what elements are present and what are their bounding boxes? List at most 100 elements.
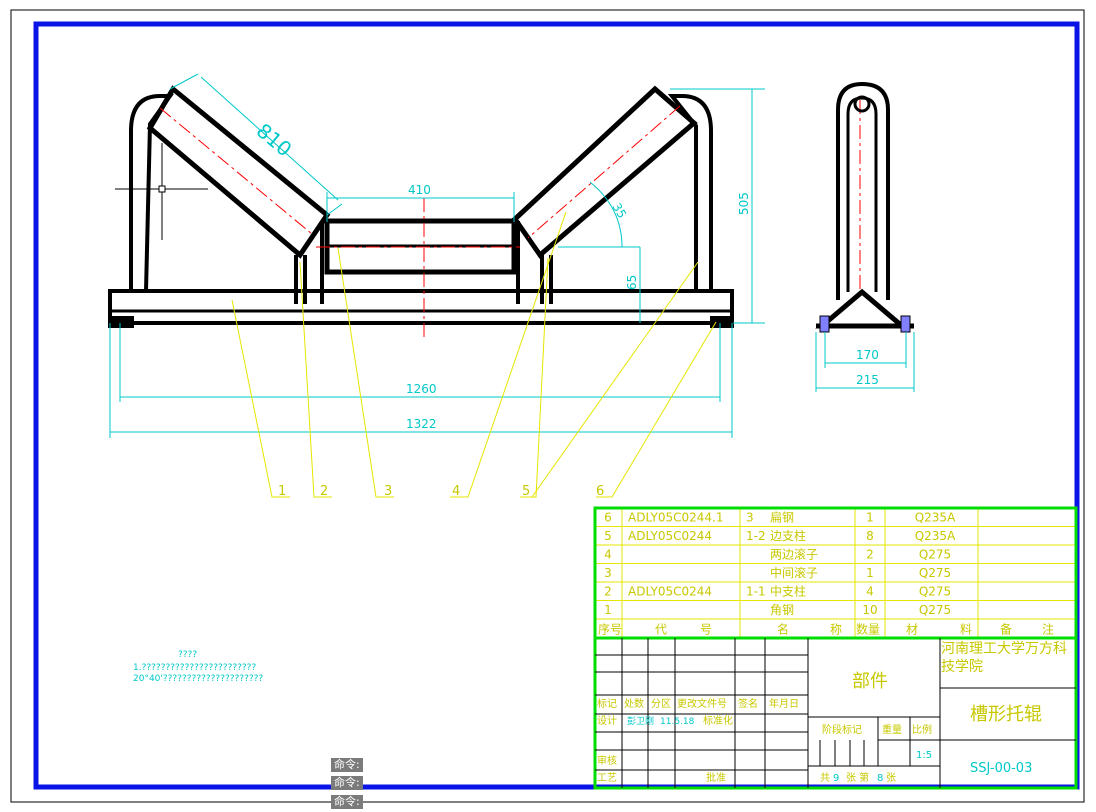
leader-label-1: 1 [278, 484, 286, 499]
bom-cell-name: 角钢 [770, 603, 794, 617]
leader-label-6: 6 [596, 484, 604, 499]
tb-label-review: 审核 [597, 754, 617, 767]
command-line-2[interactable]: 命令: [331, 776, 363, 790]
dim-height: 505 [737, 192, 751, 215]
leader-label-5: 5 [522, 484, 530, 499]
bom-header-mat_a: 材 [906, 623, 918, 637]
tb-label-standardize: 标准化 [703, 714, 733, 727]
leader-lines [231, 211, 717, 498]
bom-cell-name: 边支柱 [770, 528, 806, 543]
command-line-1[interactable]: 命令: [331, 758, 363, 772]
bom-cell-qty: 8 [866, 529, 874, 543]
dim-side-170: 170 [856, 348, 879, 362]
outer-sheet-border [10, 9, 1085, 803]
side-post [836, 81, 890, 300]
tb-label-change-doc: 更改文件号 [677, 697, 727, 710]
tb-label-process: 工艺 [597, 772, 617, 784]
notes-line-2: 20°40'????????????????????? [133, 674, 263, 684]
bom-cell-part: 1-1 [746, 585, 766, 599]
tb-scale-value: 1:5 [916, 750, 932, 761]
command-line-3[interactable]: 命令: [331, 795, 363, 809]
notes-line-1: 1.???????????????????????? [133, 663, 256, 673]
notes-title: ???? [178, 650, 197, 660]
bom-cell-no: 4 [604, 548, 612, 562]
tb-label-zone: 分区 [651, 698, 671, 710]
tb-designer: 彭卫刚 [627, 715, 654, 727]
tb-sheet-mid: 张 第 [846, 771, 869, 784]
bom-cell-code: ADLY05C0244 [628, 585, 712, 599]
dimension-lines [109, 73, 915, 438]
bom-cell-material: Q275 [919, 566, 951, 580]
tb-drawing-no: SSJ-00-03 [970, 761, 1032, 776]
tb-label-date: 年月日 [769, 697, 799, 710]
bom-header-no: 序号 [598, 622, 622, 637]
bom-cell-name: 两边滚子 [770, 547, 818, 562]
bom-cell-material: Q275 [919, 603, 951, 617]
tb-label-sign: 签名 [738, 697, 758, 710]
dim-rise: 65 [625, 275, 639, 290]
centerlines [159, 100, 861, 340]
bom-cell-no: 3 [604, 566, 612, 580]
leader-label-4: 4 [452, 484, 460, 499]
front-view [108, 85, 734, 328]
dim-angle: 35 [609, 201, 629, 221]
crosshair-cursor-icon [115, 143, 208, 240]
bom-header-code_b: 号 [700, 623, 712, 637]
bom-header-name_b: 称 [830, 623, 842, 637]
bom-header-note_a: 备 [1000, 623, 1012, 637]
bom-cell-no: 5 [604, 529, 612, 543]
bom-header-code_a: 代 [655, 623, 667, 637]
bom-header-mat_b: 料 [960, 623, 972, 637]
dim-side-215: 215 [856, 373, 879, 387]
tb-label-count: 处数 [624, 697, 644, 710]
bom-cell-part: 3 [746, 511, 754, 525]
tb-label-stage: 阶段标记 [822, 723, 862, 736]
tb-drawing-name: 槽形托辊 [970, 704, 1042, 725]
tb-category: 部件 [852, 671, 888, 692]
bom-cell-material: Q275 [919, 548, 951, 562]
bom-cell-name: 扁钢 [770, 511, 794, 525]
left-wing-roller [146, 85, 331, 259]
bom-header-note_b: 注 [1042, 622, 1054, 637]
base-beam [108, 289, 734, 325]
bom-header-qty: 数量 [856, 622, 880, 637]
dim-inner-span: 1260 [406, 382, 437, 396]
tb-sheet-no: 8 [877, 773, 883, 784]
dim-center-roller: 410 [408, 183, 431, 197]
bom-cell-name: 中间滚子 [770, 565, 818, 580]
bom-cell-code: ADLY05C0244 [628, 529, 712, 543]
drawing-frame [33, 21, 1080, 790]
tb-sheet-prefix: 共 [820, 772, 830, 784]
right-side-bracket [667, 94, 713, 291]
tb-sheet-suffix: 张 [886, 772, 896, 784]
bom-cell-material: Q235A [915, 511, 956, 525]
bom-cell-qty: 1 [866, 566, 874, 580]
tb-label-scale: 比例 [912, 723, 932, 736]
tb-label-design: 设计 [597, 714, 617, 727]
bom-cell-no: 2 [604, 585, 612, 599]
bom-cell-no: 6 [604, 511, 612, 525]
bom-cell-material: Q235A [915, 529, 956, 543]
tb-school-name: 河南理工大学万方科技学院 [941, 641, 1067, 675]
bom-cell-qty: 4 [866, 585, 874, 599]
bom-cell-no: 1 [604, 603, 612, 617]
title-block [593, 636, 1078, 790]
tb-sheet-total: 9 [833, 773, 839, 784]
leader-label-3: 3 [384, 484, 392, 499]
tb-label-weight: 重量 [882, 723, 902, 736]
bom-cell-material: Q275 [919, 585, 951, 599]
bom-cell-qty: 2 [866, 548, 874, 562]
tb-label-approve: 批准 [706, 771, 726, 784]
bom-cell-name: 中支柱 [770, 584, 806, 599]
bom-cell-part: 1-2 [746, 529, 766, 543]
leader-label-2: 2 [320, 484, 328, 499]
tb-label-mark: 标记 [597, 698, 617, 710]
bom-header-name_a: 名 [777, 622, 789, 637]
bom-cell-qty: 1 [866, 511, 874, 525]
bom-cell-code: ADLY05C0244.1 [628, 511, 724, 525]
bom-cell-qty: 10 [862, 603, 877, 617]
side-view [815, 81, 914, 329]
dim-roller-length: 810 [252, 118, 297, 161]
